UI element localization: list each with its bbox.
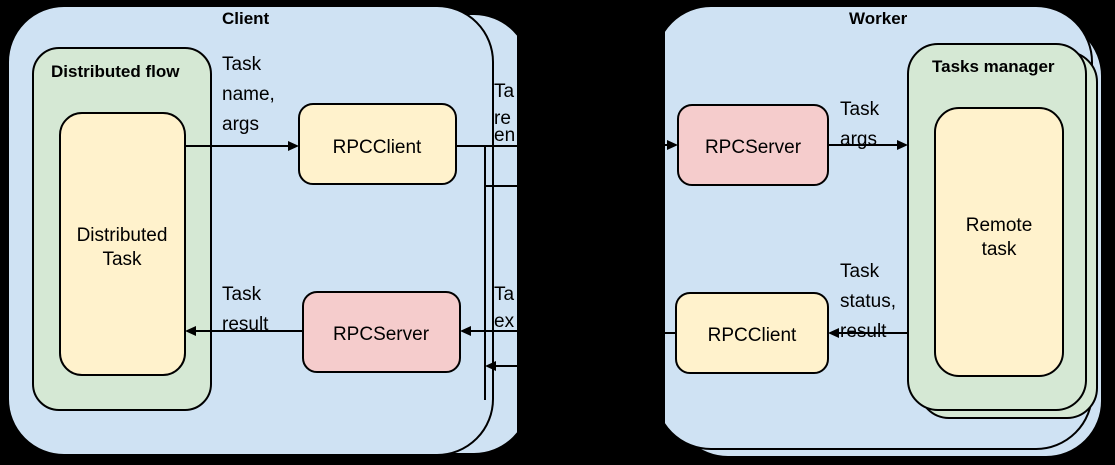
edge-task-args-line1: Task (840, 99, 880, 120)
occlusion-left-edge (0, 0, 6, 465)
node-remote-task[interactable] (934, 107, 1064, 377)
edge-occluded-bottom-line1: Ta (494, 284, 515, 305)
node-worker-rpcserver-label: RPCServer (705, 137, 802, 158)
edge-task-name-args-line3: args (222, 114, 259, 135)
edge-task-name-args-line1: Task (222, 54, 262, 75)
node-worker-rpcclient-label: RPCClient (708, 325, 797, 346)
edge-task-name-args-line2: name, (222, 84, 275, 105)
worker-title: Worker (849, 9, 908, 28)
occlusion-top-edge (0, 0, 1115, 5)
occlusion-band (517, 0, 665, 465)
node-remote-task-label-line2: task (982, 239, 1017, 260)
node-client-rpcclient[interactable] (298, 103, 457, 185)
node-client-rpcserver-label: RPCServer (333, 324, 430, 345)
edge-task-status-result-line3: result (840, 321, 887, 342)
edge-task-result-line2: result (222, 314, 269, 335)
edge-occluded-top-line1: Ta (494, 81, 515, 102)
edge-occluded-top-line2: re (494, 108, 511, 129)
edge-task-result (185, 326, 303, 336)
edge-task-result-line1: Task (222, 284, 262, 305)
occlusion-right-edge (1101, 0, 1115, 465)
edge-task-status-result (828, 328, 908, 338)
distributed-flow-title: Distributed flow (51, 62, 180, 81)
node-distributed-task[interactable] (59, 112, 186, 376)
node-distributed-task-label-line2: Task (102, 249, 142, 270)
node-remote-task-label-line1: Remote (966, 215, 1033, 236)
edge-task-args-line2: args (840, 129, 877, 150)
edge-task-status-result-line2: status, (840, 291, 896, 312)
client-title: Client (222, 9, 270, 28)
edge-occluded-top-line3: en (494, 125, 515, 146)
node-distributed-task-label-line1: Distributed (77, 225, 168, 246)
node-client-rpcclient-label: RPCClient (333, 137, 422, 158)
edge-task-name-args (185, 141, 299, 151)
tasks-manager-title: Tasks manager (932, 57, 1055, 76)
edge-occluded-bottom-line2: ex (494, 311, 515, 332)
edge-task-args (828, 140, 908, 150)
edge-task-status-result-line1: Task (840, 261, 880, 282)
occlusion-bottom-edge (0, 458, 1115, 465)
